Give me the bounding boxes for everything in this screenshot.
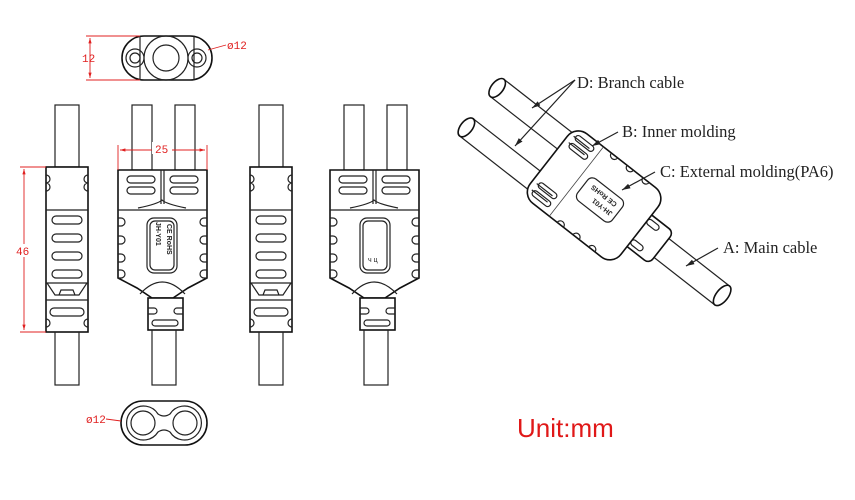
unit-label: Unit:mm [517, 413, 614, 443]
dim-label: 12 [82, 54, 95, 66]
dim-width: 25 [117, 142, 208, 170]
back-marking: ч ц [368, 257, 378, 264]
dim-length: 46 [14, 166, 46, 333]
back-view: ч ц [329, 104, 420, 386]
top-view [121, 35, 213, 81]
dim-label: ø12 [86, 415, 106, 427]
label-external-molding: C: External molding(PA6) [660, 162, 834, 181]
dim-top-height: 12 [82, 35, 140, 81]
side-view-left [45, 104, 89, 386]
cert-marking: CE RoHS [165, 224, 172, 255]
isometric-view: JH-Y01 CE RoHS [457, 77, 732, 307]
label-inner-molding: B: Inner molding [622, 122, 736, 141]
model-marking: JH-Y01 [154, 222, 161, 246]
side-view-right [249, 104, 293, 386]
label-branch-cable: D: Branch cable [577, 73, 684, 92]
leader-lines [514, 79, 719, 267]
bottom-view [120, 400, 208, 446]
label-main-cable: A: Main cable [723, 238, 817, 257]
dim-top-diameter: ø12 [207, 41, 247, 53]
dim-label: 46 [16, 247, 29, 259]
dim-label: 25 [155, 145, 168, 157]
front-view: JH-Y01 CE RoHS [117, 104, 208, 386]
dim-bottom-diameter: ø12 [86, 415, 122, 427]
dim-label: ø12 [227, 41, 247, 53]
